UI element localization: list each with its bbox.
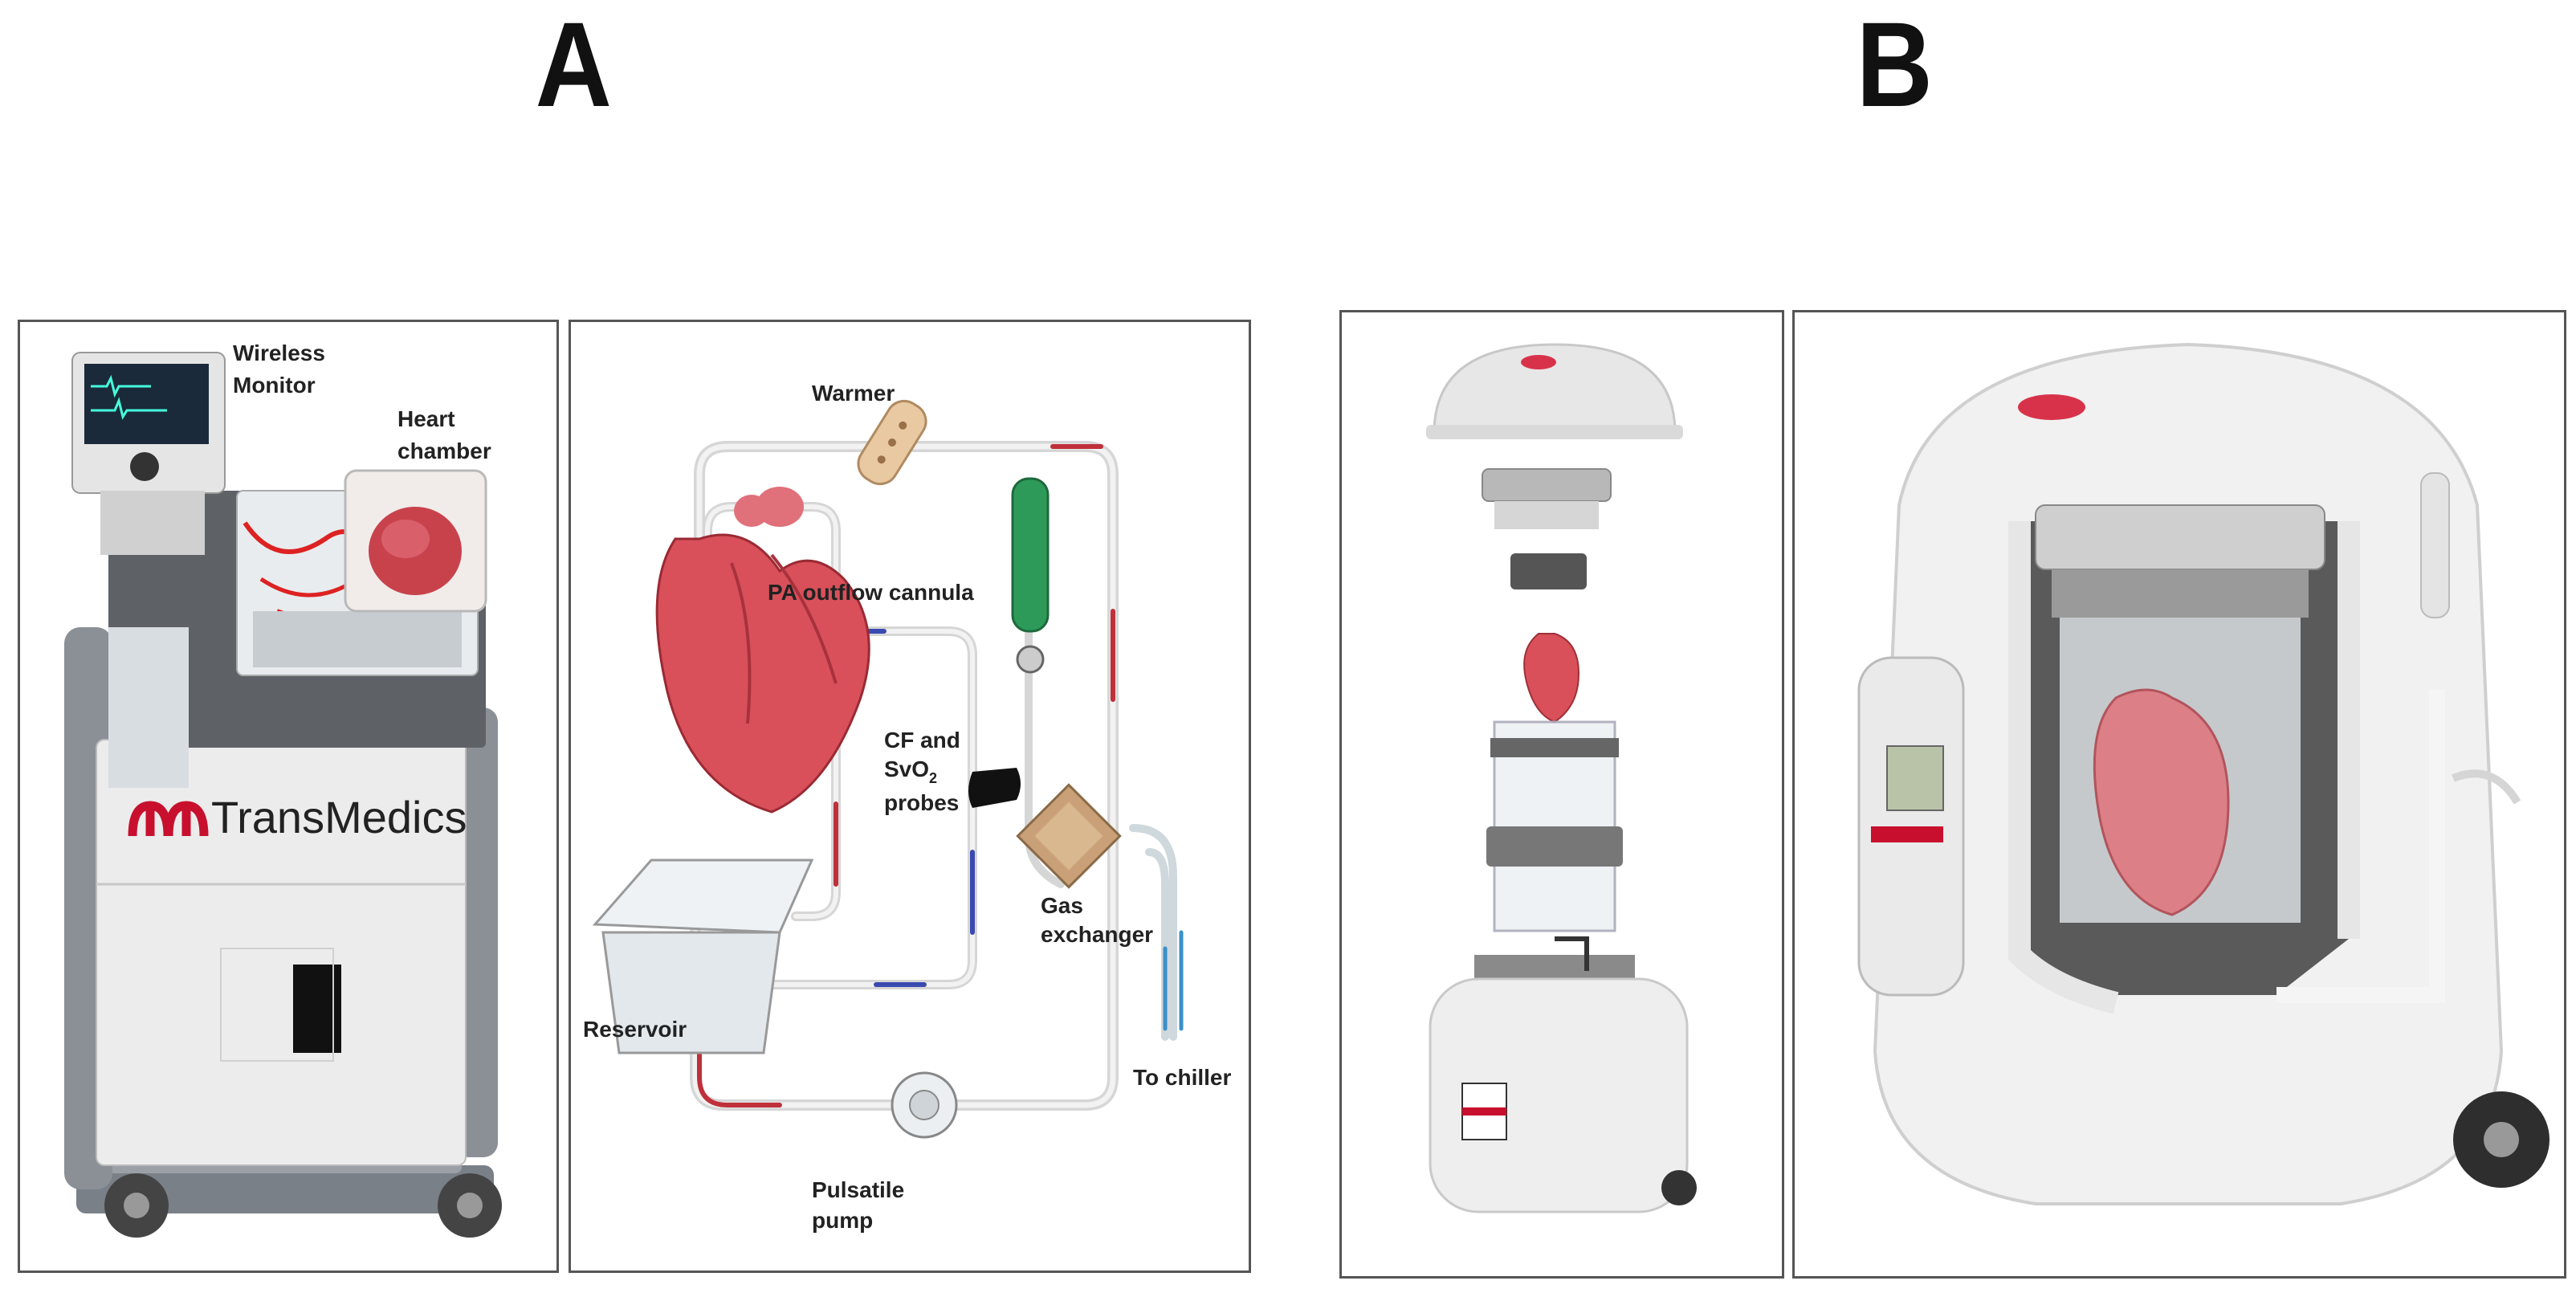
label-wireless-monitor-2: Monitor [233, 373, 316, 398]
warmer [857, 399, 927, 486]
wireless-monitor [71, 352, 226, 555]
panel-b-cutaway-device [1792, 310, 2566, 1279]
ocs-cart-illustration: TransMedics Wireless Monitor Heart chamb… [64, 341, 502, 1238]
pulsatile-pump [891, 1071, 958, 1139]
label-wireless-monitor-1: Wireless [233, 341, 325, 365]
heart-in-canister [2093, 688, 2230, 916]
label-heart-chamber-2: chamber [397, 438, 491, 463]
label-gas-1: Gas [1041, 893, 1083, 918]
transmedics-logo: TransMedics [128, 792, 467, 842]
label-gas-2: exchanger [1041, 922, 1153, 947]
cf-probe [968, 768, 1021, 808]
panel-a-device-photo: TransMedics Wireless Monitor Heart chamb… [18, 320, 559, 1273]
reservoir [592, 859, 814, 1054]
label-to-chiller: To chiller [1133, 1065, 1231, 1090]
panel-b-exploded-device [1339, 310, 1784, 1279]
label-cf-3: probes [884, 790, 959, 815]
label-warmer: Warmer [812, 381, 895, 406]
label-heart-chamber-1: Heart [397, 406, 455, 431]
oxygen-tank [1011, 477, 1050, 633]
label-pump-2: pump [812, 1208, 873, 1233]
label-pump-1: Pulsatile [812, 1177, 904, 1202]
heading-a: A [535, 0, 613, 132]
perfusion-circuit-illustration: Warmer PA outflow cannula CF and SvO2 pr… [583, 381, 1231, 1233]
heading-b: B [1856, 0, 1934, 132]
heart [655, 487, 870, 814]
label-cf-1: CF and [884, 728, 960, 753]
label-reservoir: Reservoir [583, 1017, 687, 1042]
logo-text: TransMedics [211, 792, 467, 842]
cutaway-device-illustration [1857, 342, 2550, 1205]
base-unit [1429, 977, 1689, 1213]
panel-a-circuit-diagram: Warmer PA outflow cannula CF and SvO2 pr… [569, 320, 1251, 1273]
lid [1433, 343, 1677, 434]
label-cf-2: SvO2 [884, 757, 937, 786]
exploded-device-illustration [1426, 343, 1697, 1213]
heart-small [1523, 633, 1580, 724]
label-pa-outflow: PA outflow cannula [768, 580, 974, 605]
gas-exchanger [1016, 783, 1122, 889]
